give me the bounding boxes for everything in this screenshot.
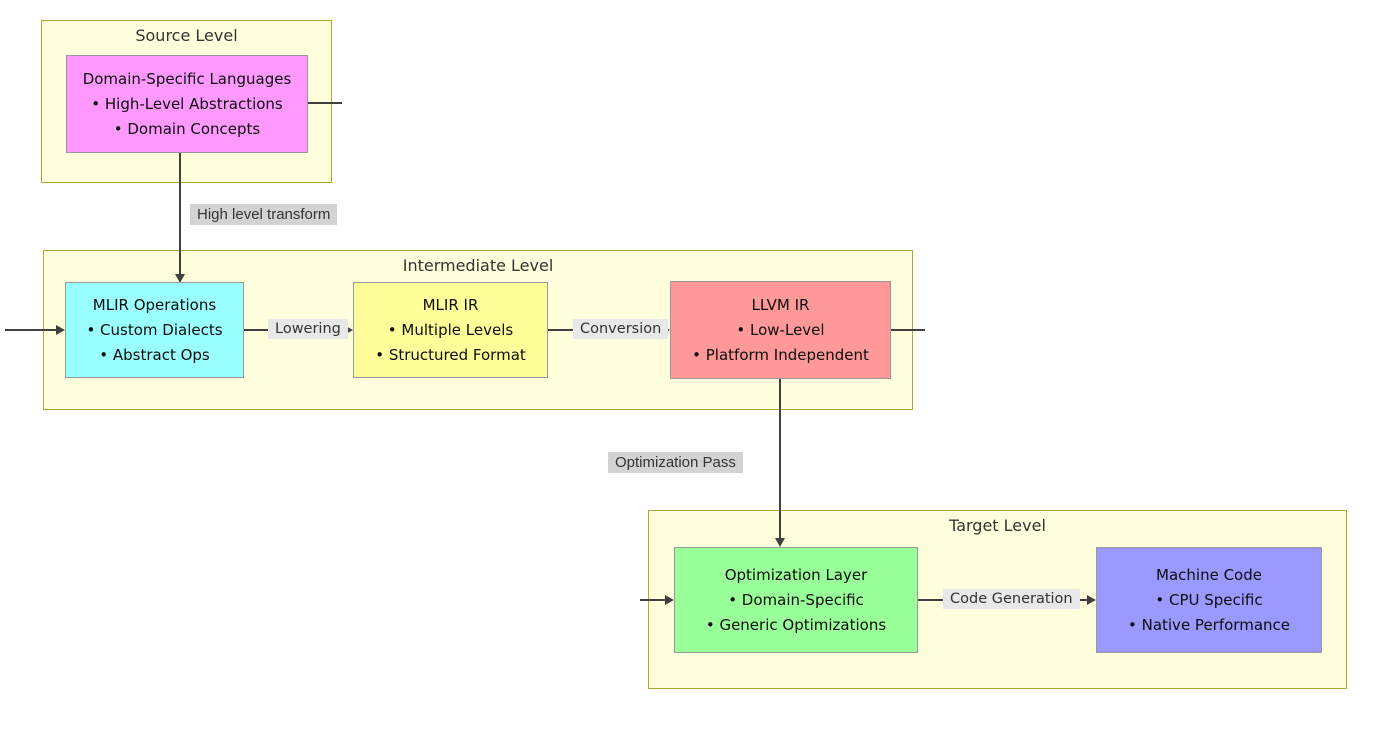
node-title: Optimization Layer — [724, 565, 868, 584]
node-bullet: • Structured Format — [375, 345, 526, 364]
edge-line-dsl-right-stub — [308, 102, 342, 104]
edge-arrowhead-left-stub-opt-layer — [665, 595, 674, 605]
node-bullet: • Custom Dialects — [86, 320, 223, 339]
node-bullet: • Domain Concepts — [113, 119, 261, 138]
node-title: MLIR Operations — [92, 295, 217, 314]
node-title: Domain-Specific Languages — [82, 69, 292, 88]
node-bullet: • CPU Specific — [1155, 590, 1263, 609]
node-bullet: • Multiple Levels — [387, 320, 514, 339]
edge-arrowhead-left-stub-mlir-ops — [56, 325, 65, 335]
edge-line-left-stub-opt-layer — [640, 599, 665, 601]
edge-arrowhead-mlir-ops-to-mlir-ir — [344, 325, 353, 335]
node-mlir-ir: MLIR IR • Multiple Levels • Structured F… — [353, 282, 548, 378]
node-domain-specific-languages: Domain-Specific Languages • High-Level A… — [66, 55, 308, 153]
edge-arrowhead-opt-layer-to-machine-code — [1087, 595, 1096, 605]
edge-line-mlir-ir-to-llvm-ir-a — [548, 329, 573, 331]
node-bullet: • Domain-Specific — [728, 590, 864, 609]
node-bullet: • Abstract Ops — [99, 345, 210, 364]
node-bullet: • Native Performance — [1127, 615, 1290, 634]
edge-label-code-generation: Code Generation — [943, 589, 1080, 609]
node-machine-code: Machine Code • CPU Specific • Native Per… — [1096, 547, 1322, 653]
edge-line-mlir-ops-to-mlir-ir-a — [244, 329, 268, 331]
node-llvm-ir: LLVM IR • Low-Level • Platform Independe… — [670, 281, 891, 379]
node-bullet: • High-Level Abstractions — [91, 94, 283, 113]
node-bullet: • Generic Optimizations — [705, 615, 887, 634]
node-title: MLIR IR — [422, 295, 479, 314]
edge-line-llvm-ir-to-opt-layer — [779, 379, 781, 538]
node-optimization-layer: Optimization Layer • Domain-Specific • G… — [674, 547, 918, 653]
edge-label-high-level-transform: High level transform — [190, 204, 338, 225]
edge-label-optimization-pass: Optimization Pass — [608, 452, 743, 473]
edge-line-dsl-to-mlir-ops — [179, 153, 181, 274]
edge-line-opt-layer-to-machine-code-a — [918, 599, 943, 601]
edge-arrowhead-dsl-to-mlir-ops — [175, 274, 185, 283]
edge-label-conversion: Conversion — [573, 319, 669, 339]
edge-line-llvm-ir-right-stub — [891, 329, 925, 331]
edge-line-left-stub-mlir-ops — [5, 329, 56, 331]
node-title: Machine Code — [1156, 565, 1262, 584]
edge-label-lowering: Lowering — [268, 319, 348, 339]
container-title-intermediate: Intermediate Level — [402, 256, 554, 275]
container-title-target: Target Level — [949, 516, 1046, 535]
container-title-source: Source Level — [135, 26, 238, 45]
edge-arrowhead-llvm-ir-to-opt-layer — [775, 538, 785, 547]
node-bullet: • Platform Independent — [692, 345, 869, 364]
node-bullet: • Low-Level — [736, 320, 825, 339]
node-mlir-operations: MLIR Operations • Custom Dialects • Abst… — [65, 282, 244, 378]
node-title: LLVM IR — [751, 295, 810, 314]
